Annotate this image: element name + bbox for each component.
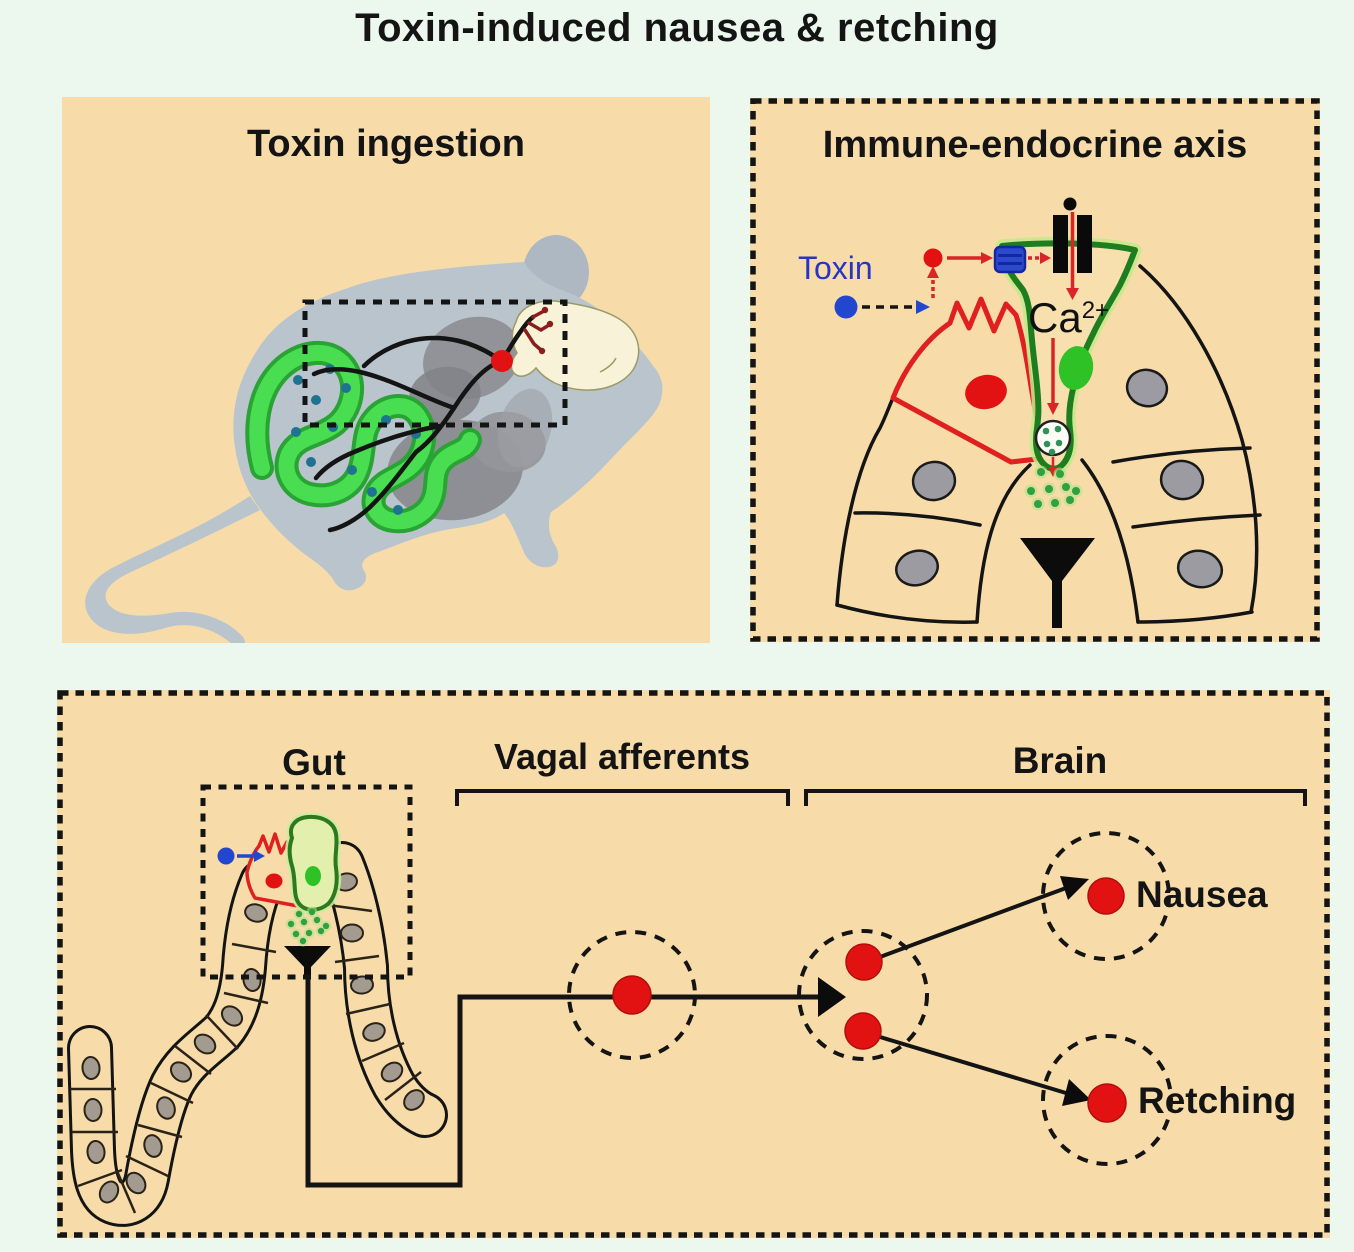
panel-toxin-ingestion: Toxin ingestion [62,97,710,643]
nausea-neuron [1041,831,1171,961]
nerve-terminal-icon [1020,538,1095,628]
villus-nuclei [81,872,425,1204]
gut-highlight-box [302,299,568,428]
synapse-arrowhead [818,977,846,1017]
vesicle-contents [1042,425,1063,456]
secreted-dots [1024,465,1083,511]
toxin-ingestion-title: Toxin ingestion [247,123,525,165]
panel-border [57,690,1330,1238]
enteroendocrine-cell-mini [285,812,342,915]
mouse-tail [85,496,260,643]
section-brackets [455,789,1307,806]
calcium-label: Ca2+ [1028,294,1110,341]
immune-cell-nucleus [965,374,1007,410]
page-title: Toxin-induced nausea & retching [355,6,999,50]
immune-cell [890,296,1049,465]
immune-endocrine-title: Immune-endocrine axis [822,124,1248,166]
vagus-nerve-fibers [311,314,536,533]
retching-projection-line [879,1035,1067,1095]
receptor-icon [993,245,1027,274]
gut-zoom-box [200,784,413,980]
ion-channel-icon [1053,197,1092,273]
enteroendocrine-cell [995,236,1142,476]
nausea-label: Nausea [1136,874,1268,915]
retching-label: Retching [1138,1080,1297,1121]
toxin-spots [291,364,421,515]
nodose-ganglion-dot [491,350,513,372]
gut-label: Gut [282,742,346,783]
pathway-illustration [57,690,1330,1238]
brain-label: Brain [1012,740,1108,781]
epithelium-dome [835,264,1262,624]
immune-endocrine-illustration [750,98,1320,642]
brainstem-neurons [797,886,1067,1095]
afferent-nerve-line [305,974,824,1188]
toxin-label: Toxin [798,250,873,286]
brainstem-branches [523,309,551,352]
eec-nucleus [1058,346,1094,390]
nerve-terminal-icon [284,946,331,976]
intestines-icon [245,341,482,534]
villus-cell-dividers [70,903,422,1214]
panel-immune-endocrine: Immune-endocrine axis Toxin Ca2+ [750,98,1320,642]
cytokine-dot [923,248,943,268]
secreted-dots-mini [285,906,332,947]
synapse-arrowhead [1062,1079,1091,1106]
mouse-illustration [85,235,663,643]
branch-tips [538,306,554,355]
vagal-afferents-label: Vagal afferents [493,736,751,777]
signal-arrows [834,212,1079,477]
toxin-dot [834,295,858,319]
vagal-neuron [567,930,697,1060]
synapse-arrowhead [1060,876,1089,900]
epithelial-nuclei [894,368,1224,589]
panel-pathway: Gut Vagal afferents Brain Nausea Retchin… [57,690,1330,1238]
nausea-projection-line [879,886,1067,959]
toxin-dot-mini [217,847,235,865]
panel-border [750,98,1320,642]
retching-neuron [1041,1034,1173,1166]
